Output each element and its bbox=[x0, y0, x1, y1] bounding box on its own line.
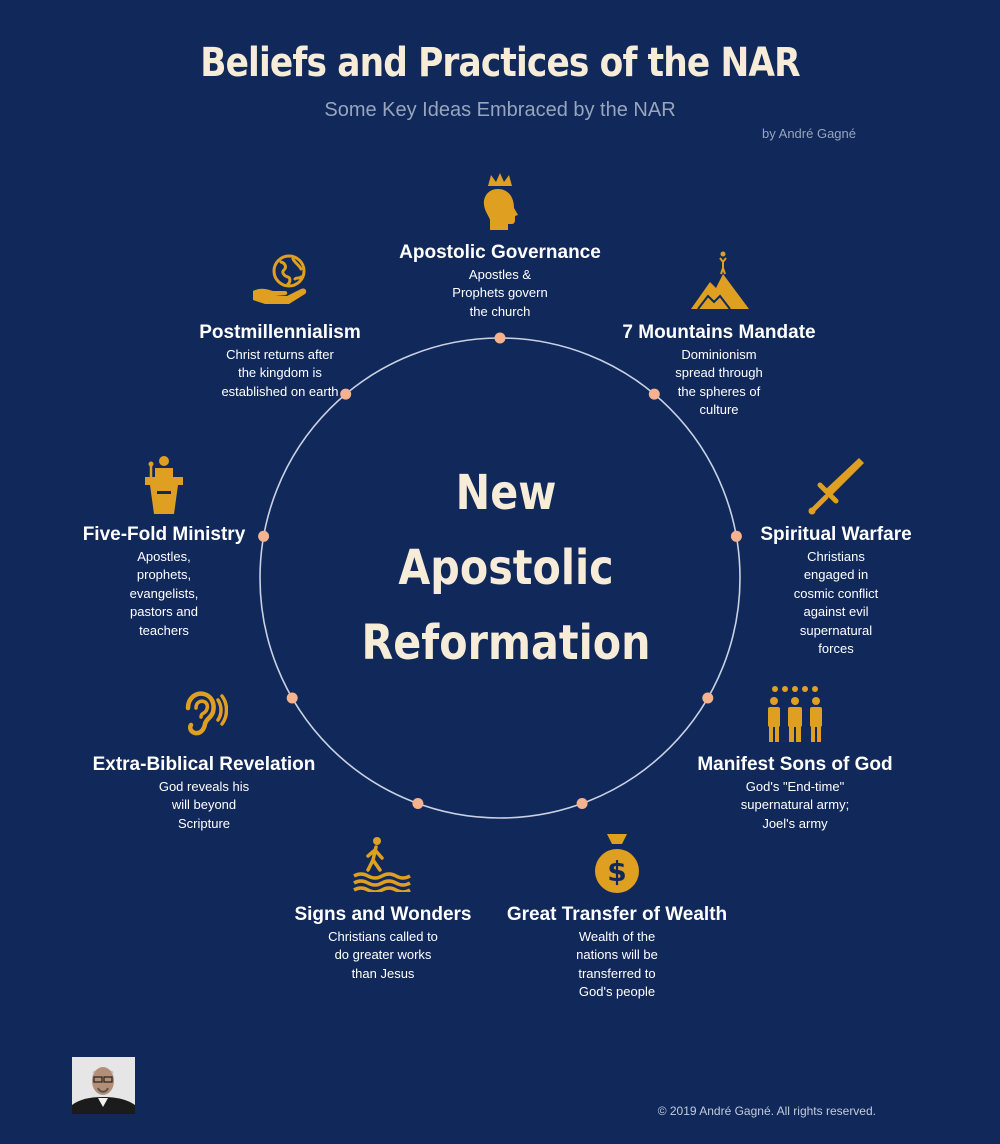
node-label: Signs and Wonders bbox=[294, 904, 472, 925]
ring-connector-dot bbox=[648, 388, 660, 400]
node-label: 7 Mountains Mandate bbox=[622, 322, 816, 343]
node-apostolic-governance: Apostolic Governance Apostles & Prophets… bbox=[390, 242, 610, 321]
sword-icon bbox=[808, 458, 864, 515]
army-icon bbox=[768, 686, 822, 742]
node-description: Apostles & Prophets govern the church bbox=[452, 267, 548, 319]
node-manifest-sons-of-god: Manifest Sons of God God's "End-time" su… bbox=[685, 754, 905, 833]
page-title: Beliefs and Practices of the NAR bbox=[200, 40, 800, 86]
node-spiritual-warfare: Spiritual Warfare Christians engaged in … bbox=[746, 524, 926, 658]
node-label: Great Transfer of Wealth bbox=[506, 904, 728, 925]
node-extra-biblical-revelation: Extra-Biblical Revelation God reveals hi… bbox=[84, 754, 324, 833]
node-postmillennialism: Postmillennialism Christ returns after t… bbox=[190, 322, 370, 401]
center-title-line-2: Apostolic bbox=[398, 540, 614, 596]
ring-connector-dot bbox=[286, 692, 298, 704]
crowned-head-icon bbox=[483, 173, 518, 230]
node-label: Extra-Biblical Revelation bbox=[92, 754, 316, 775]
node-description: Dominionism spread through the spheres o… bbox=[675, 347, 763, 418]
page-subtitle: Some Key Ideas Embraced by the NAR bbox=[324, 99, 676, 121]
node-great-transfer-of-wealth: Great Transfer of Wealth Wealth of the n… bbox=[495, 904, 739, 1002]
node-description: Christ returns after the kingdom is esta… bbox=[221, 347, 339, 399]
node-label: Manifest Sons of God bbox=[697, 754, 893, 775]
node-description: God reveals his will beyond Scripture bbox=[158, 779, 250, 831]
node-description: Apostles, prophets, evangelists, pastors… bbox=[129, 549, 199, 638]
money-bag-icon: $ bbox=[595, 834, 639, 893]
author-portrait-icon bbox=[72, 1057, 135, 1114]
svg-text:$: $ bbox=[607, 855, 626, 888]
center-title-line-3: Reformation bbox=[361, 615, 651, 671]
node-five-fold-ministry: Five-Fold Ministry Apostles, prophets, e… bbox=[74, 524, 254, 640]
ring-connector-dot bbox=[494, 332, 506, 344]
node-description: God's "End-time" supernatural army; Joel… bbox=[740, 779, 850, 831]
node-label: Five-Fold Ministry bbox=[82, 524, 246, 545]
mountain-icon bbox=[691, 251, 749, 310]
node-label: Apostolic Governance bbox=[399, 242, 601, 263]
walking-on-water-icon bbox=[353, 837, 411, 892]
node-description: Wealth of the nations will be transferre… bbox=[576, 929, 658, 1000]
ring-connector-dot bbox=[702, 692, 714, 704]
node-seven-mountains-mandate: 7 Mountains Mandate Dominionism spread t… bbox=[609, 322, 829, 420]
node-label: Spiritual Warfare bbox=[760, 524, 912, 545]
preacher-podium-icon bbox=[145, 456, 183, 514]
node-signs-and-wonders: Signs and Wonders Christians called to d… bbox=[283, 904, 483, 983]
byline: by André Gagné bbox=[762, 126, 856, 141]
center-title: New Apostolic Reformation bbox=[329, 456, 683, 681]
node-label: Postmillennialism bbox=[199, 322, 361, 343]
ring-connector-dot bbox=[340, 388, 352, 400]
ring-connector-dot bbox=[730, 530, 742, 542]
node-description: Christians called to do greater works th… bbox=[328, 929, 438, 981]
ear-icon bbox=[185, 691, 228, 736]
copyright-notice: © 2019 André Gagné. All rights reserved. bbox=[657, 1104, 876, 1118]
author-photo bbox=[72, 1057, 135, 1114]
globe-in-hand-icon bbox=[253, 254, 307, 304]
ring-connector-dot bbox=[576, 798, 588, 809]
ring-connector-dot bbox=[412, 798, 424, 809]
center-title-line-1: New bbox=[455, 465, 557, 521]
node-description: Christians engaged in cosmic conflict ag… bbox=[793, 549, 879, 657]
ring-connector-dot bbox=[258, 530, 270, 542]
